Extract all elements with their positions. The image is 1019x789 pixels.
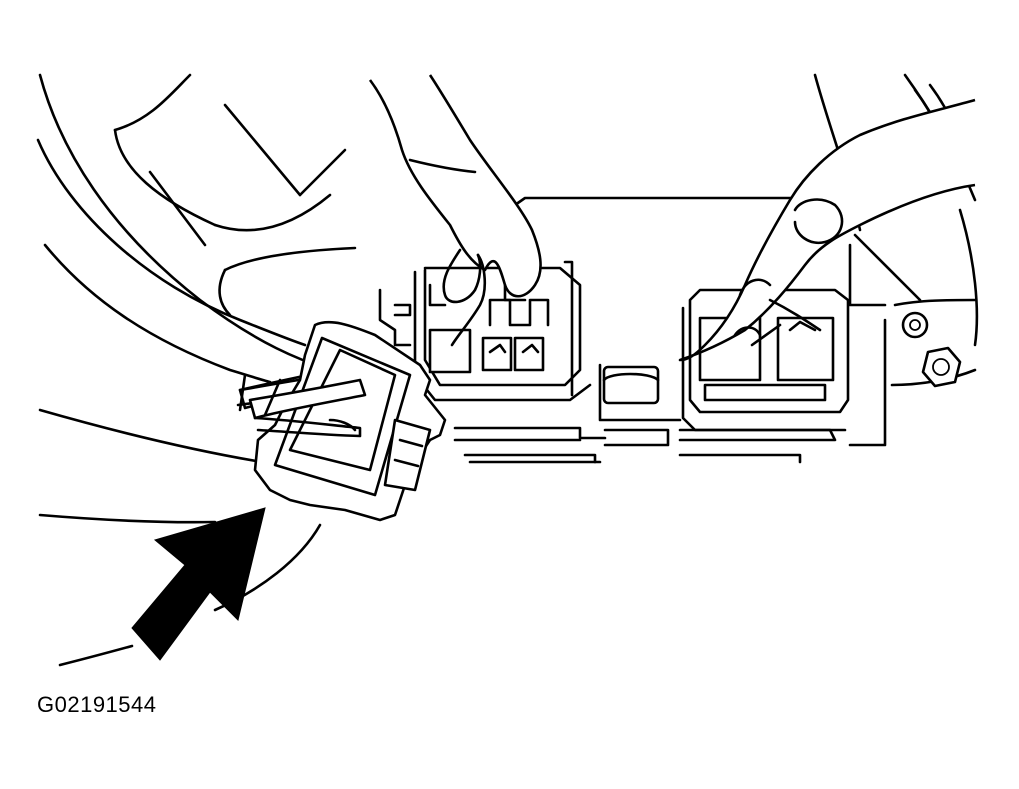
- figure-id-label: G02191544: [37, 692, 157, 717]
- right-hand: [678, 98, 976, 362]
- center-slot: [602, 365, 660, 405]
- terminal-slot-3: [513, 336, 545, 372]
- mounting-bolts: [901, 311, 962, 388]
- direction-arrow-icon: [131, 507, 266, 661]
- bottom-rail: [453, 426, 837, 464]
- left-socket: [413, 260, 592, 402]
- bolt-icon: [901, 311, 929, 339]
- housing-contour-lines: [36, 73, 357, 667]
- hex-nut-icon: [921, 346, 962, 388]
- terminal-slot-2: [481, 336, 513, 372]
- plug-latch: [383, 418, 432, 492]
- terminal-slot-1: [428, 328, 472, 374]
- right-terminal-slot-2: [776, 316, 835, 382]
- left-hand: [368, 74, 542, 347]
- connector-plug: [236, 320, 447, 522]
